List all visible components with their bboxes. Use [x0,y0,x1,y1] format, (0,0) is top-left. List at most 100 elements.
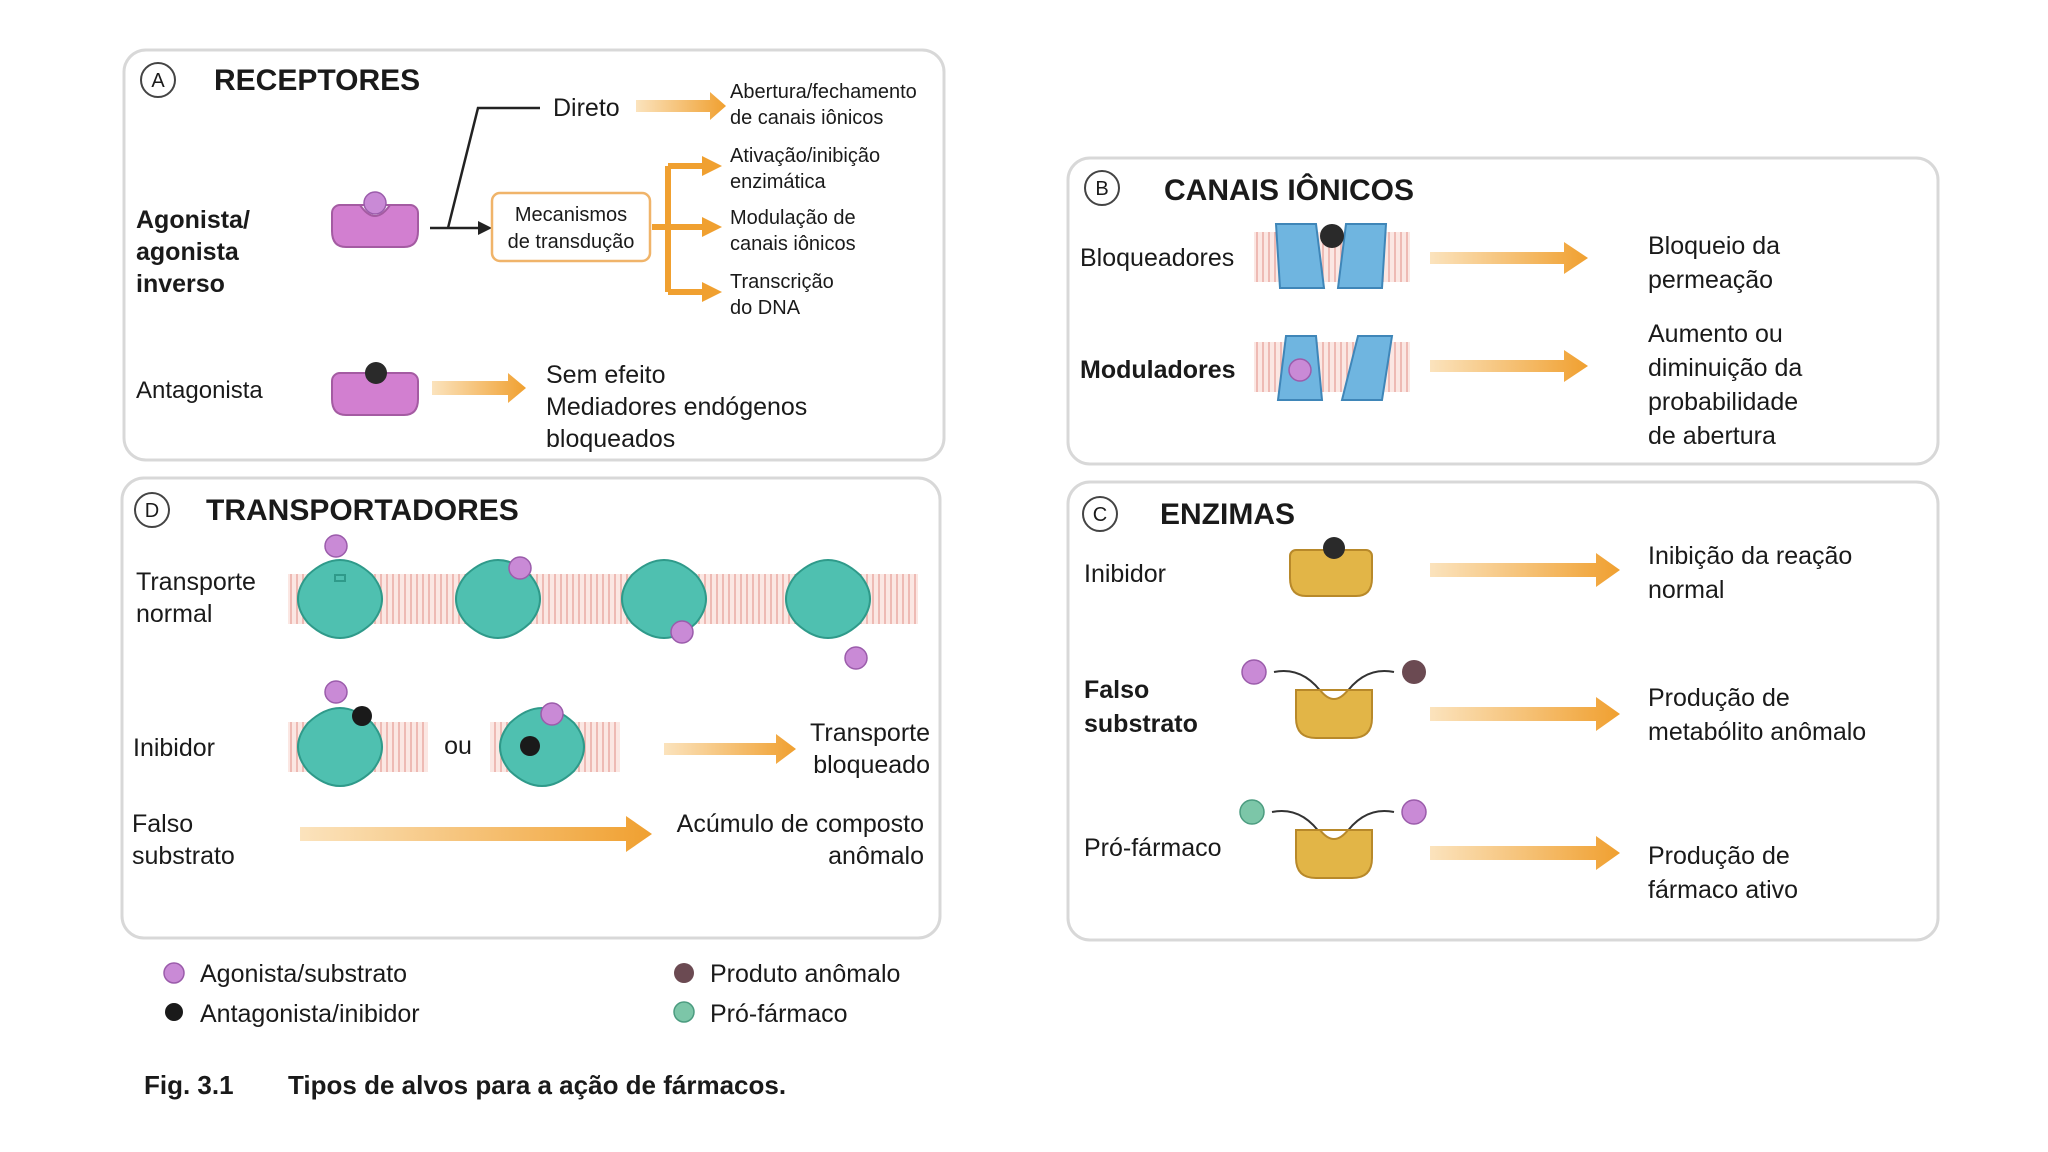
modulators-arrow [1430,350,1588,382]
legend-abnormal-product-label: Produto anômalo [710,960,900,988]
figure-caption: Fig. 3.1 Tipos de alvos para a ação de f… [144,1070,786,1100]
panel-ion-channels-title: CANAIS IÔNICOS [1164,173,1414,207]
antagonist-label: Antagonista [136,377,263,404]
substrate-step-1 [324,534,348,558]
substrate-above-inhibited-1 [324,680,348,704]
enzyme-inhibitor-effect-2: normal [1648,576,1724,604]
legend-abnormal-product-icon [674,963,694,983]
panel-enzymes-letter: C [1093,504,1107,526]
substrate-step-4 [844,646,868,670]
enzyme-false-substrate-effect-1: Produção de [1648,684,1790,712]
enzyme-false-substrate-shape [1295,689,1373,739]
substrate-step-2 [508,556,532,580]
panel-receptors-letter-circle [140,62,176,98]
fan-arrowhead-2 [702,217,722,237]
transporter-false-substrate-effect-1: Acúmulo de composto [677,810,924,838]
direct-arrow [636,92,726,120]
enzyme-prodrug-shape [1295,829,1373,879]
caption-text: Tipos de alvos para a ação de fármacos. [288,1070,786,1100]
enzyme-false-substrate-arrow [1430,697,1620,731]
antagonist-on-receptor [365,362,387,384]
antagonist-effect-2: Mediadores endógenos [546,393,807,421]
enzyme-inhibited-shape [1289,549,1373,597]
prodrug-in [1239,799,1265,825]
legend-antagonist-icon [165,1003,183,1021]
enzyme-prodrug-effect-2: fármaco ativo [1648,876,1798,904]
panel-enzymes-letter-circle [1082,496,1118,532]
panel-transporters-title: TRANSPORTADORES [206,494,519,527]
modulators-effect-4: de abertura [1648,422,1776,450]
transduction-label-2: de transdução [508,231,635,253]
legend-prodrug-icon [673,1001,695,1023]
enzyme-inhibitor-blob [1323,537,1345,559]
or-label: ou [444,732,472,760]
channel-blocker-blob [1320,224,1344,248]
enzyme-inhibitor-arrow [1430,553,1620,587]
panel-transporters-frame [120,476,942,940]
receptor-antagonist-shape [331,372,419,416]
antagonist-effect-1: Sem efeito [546,361,666,389]
transporter-inhibitor-effect-2: bloqueado [813,751,930,779]
out-enzymatic-2: enzimática [730,171,826,193]
transporter-step-1 [297,534,383,639]
transporter-false-substrate-arrow [300,816,652,852]
fan-arrows [652,163,704,295]
transporter-step-3 [621,559,707,644]
fan-arrowhead-3 [702,282,722,302]
modulators-effect-3: probabilidade [1648,388,1798,416]
modulators-effect-1: Aumento ou [1648,320,1783,348]
modulators-effect-2: diminuição da [1648,354,1802,382]
direct-label: Direto [553,94,620,122]
false-substrate-in [1241,659,1267,685]
transporter-step-2 [455,556,541,639]
channel-blocked-left [1274,223,1326,289]
transporter-inhibitor-arrow [664,734,796,764]
legend-antagonist-label: Antagonista/inibidor [200,1000,420,1028]
transporter-false-substrate-2: substrato [132,842,235,870]
panel-transporters-letter-circle [134,492,170,528]
enzyme-false-substrate-effect-2: metabólito anômalo [1648,718,1866,746]
modulators-label: Moduladores [1080,356,1236,384]
signal-path-arrowhead [478,221,492,235]
panel-ion-channels-letter-circle [1084,170,1120,206]
transporter-step-4 [785,559,871,670]
out-dna-1: Transcrição [730,271,834,293]
enzyme-prodrug-label: Pró-fármaco [1084,834,1222,862]
transduction-label-1: Mecanismos [515,204,627,226]
transporter-inhibitor-effect-1: Transporte [810,719,930,747]
transporter-inhibitor-label: Inibidor [133,734,215,762]
panel-enzymes: C ENZIMAS Inibidor Inibição da reação no… [1066,480,1940,942]
inhibitor-blob-2 [520,736,540,756]
out-dna-2: do DNA [730,297,801,319]
substrate-step-3 [670,620,694,644]
agonist-label-3: inverso [136,270,225,298]
channel-modulator-blob [1288,358,1312,382]
fan-arrowhead-1 [702,156,722,176]
prodrug-out-active [1401,799,1427,825]
receptor-shape [331,204,419,248]
blockers-label: Bloqueadores [1080,244,1234,272]
panel-receptors-letter: A [151,70,165,92]
legend-agonist-label: Agonista/substrato [200,960,407,988]
transporter-false-substrate-effect-2: anômalo [828,842,924,870]
inhibitor-blob-1 [352,706,372,726]
enzyme-inhibitor-effect-1: Inibição da reação [1648,542,1852,570]
agonist-label-2: agonista [136,238,240,266]
antagonist-effect-3: bloqueados [546,425,675,453]
panel-transporters: D TRANSPORTADORES Transporte normal Inib… [120,476,942,940]
caption-label: Fig. 3.1 [144,1070,234,1100]
legend: Agonista/substrato Antagonista/inibidor … [163,960,900,1028]
legend-prodrug-label: Pró-fármaco [710,1000,848,1028]
enzyme-prodrug-effect-1: Produção de [1648,842,1790,870]
agonist-on-receptor [363,191,387,215]
out-enzymatic-1: Ativação/inibição [730,145,880,167]
agonist-label-1: Agonista/ [136,206,250,234]
legend-agonist-icon [163,962,185,984]
blockers-effect-2: permeação [1648,266,1773,294]
normal-transport-label-2: normal [136,600,212,628]
channel-modulated-right [1340,335,1394,401]
panel-receptors-title: RECEPTORES [214,64,420,97]
panel-enzymes-title: ENZIMAS [1160,498,1295,531]
out-ion-channels-2: de canais iônicos [730,107,883,129]
out-modulation-1: Modulação de [730,207,856,229]
